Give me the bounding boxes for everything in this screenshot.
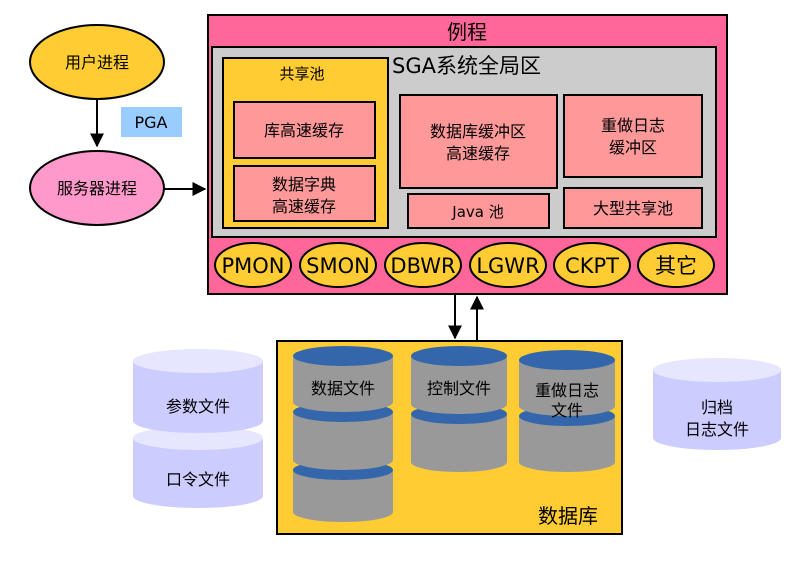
archived-log-files-label-line1: 归档	[701, 398, 733, 417]
process-label-pmon: PMON	[221, 254, 284, 278]
redo-log-files-cylinder	[519, 350, 615, 472]
pga-box	[121, 107, 182, 137]
large-pool-box	[563, 187, 703, 229]
dictionary-cache-box	[233, 165, 376, 222]
dictionary-cache-label-line2: 高速缓存	[272, 197, 336, 216]
redo-log-files-label-line2: 文件	[551, 401, 583, 420]
instance-title: 例程	[447, 20, 487, 44]
process-label-ckpt: CKPT	[565, 254, 619, 278]
process-ellipse-smon	[299, 242, 377, 288]
process-ellipse-pmon	[214, 242, 292, 288]
parameter-file-cylinder	[133, 349, 263, 433]
library-cache-label: 库高速缓存	[264, 121, 344, 140]
library-cache-box	[233, 101, 376, 159]
redo-log-buffer-label-line2: 缓冲区	[609, 138, 657, 157]
process-label-other: 其它	[655, 254, 697, 278]
shared-pool-title: 共享池	[279, 65, 324, 83]
password-file-label: 口令文件	[166, 470, 230, 489]
database-title: 数据库	[538, 504, 598, 528]
data-files-label: 数据文件	[311, 379, 375, 398]
archived-log-files-label-line2: 日志文件	[685, 420, 749, 439]
process-ellipse-dbwr	[384, 242, 462, 288]
sga-title: SGA系统全局区	[392, 54, 541, 78]
password-file-cylinder	[133, 426, 263, 508]
user-process-label: 用户进程	[65, 53, 129, 72]
control-files-cylinder	[411, 346, 507, 472]
redo-log-buffer-box	[563, 94, 703, 178]
dictionary-cache-label-line1: 数据字典	[272, 175, 336, 194]
data-files-cylinder	[293, 346, 393, 522]
redo-log-buffer-label-line1: 重做日志	[601, 116, 665, 135]
process-label-dbwr: DBWR	[390, 254, 455, 278]
db-buffer-cache-box	[399, 94, 558, 189]
java-pool-box	[407, 193, 550, 229]
java-pool-label: Java 池	[451, 203, 503, 221]
parameter-file-label: 参数文件	[166, 397, 230, 416]
server-process-label: 服务器进程	[57, 179, 137, 198]
db-buffer-cache-label-line2: 高速缓存	[446, 144, 510, 163]
process-ellipse-lgwr	[469, 242, 547, 288]
pga-label: PGA	[135, 113, 168, 132]
process-ellipse-ckpt	[553, 242, 631, 288]
large-pool-label: 大型共享池	[593, 199, 673, 218]
archived-log-files-cylinder	[653, 358, 781, 450]
redo-log-files-label-line1: 重做日志	[535, 381, 599, 400]
process-ellipse-other	[637, 242, 715, 288]
db-buffer-cache-label-line1: 数据库缓冲区	[430, 122, 526, 141]
control-files-label: 控制文件	[427, 379, 491, 398]
process-label-smon: SMON	[306, 254, 370, 278]
process-label-lgwr: LGWR	[476, 254, 539, 278]
